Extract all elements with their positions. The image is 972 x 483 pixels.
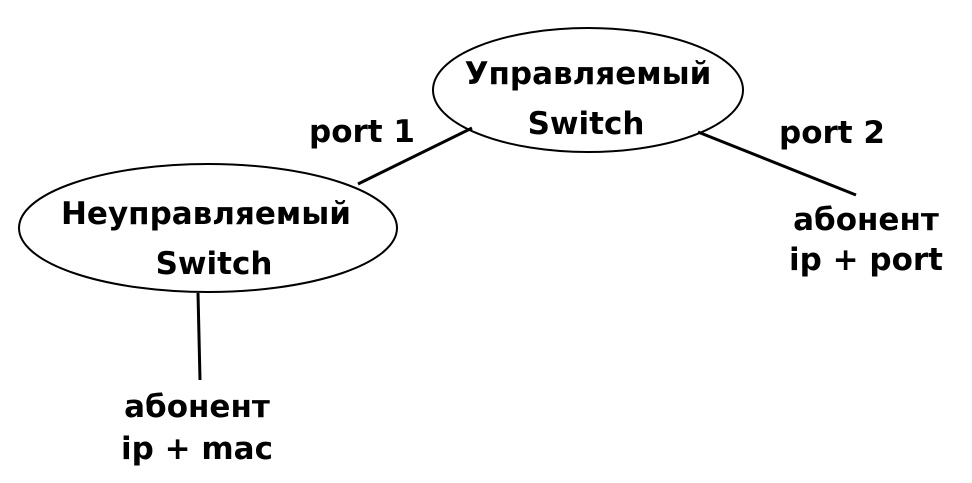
subscriber-port-label-line1: абонент xyxy=(793,202,939,238)
managed-switch-label-line2: Switch xyxy=(528,106,645,142)
port2-connector-line xyxy=(697,130,857,197)
port2-label: port 2 xyxy=(779,115,885,151)
subscriber-mac-node: абонент ip + mac xyxy=(121,389,273,467)
unmanaged-switch-node: Неуправляемый Switch xyxy=(18,163,398,293)
managed-switch-ellipse xyxy=(432,27,744,153)
port1-connector-line xyxy=(357,126,473,186)
subscriber-mac-label-line1: абонент xyxy=(124,389,270,425)
mac-connector-line xyxy=(196,292,202,381)
port1-label: port 1 xyxy=(309,114,415,150)
unmanaged-switch-ellipse xyxy=(18,163,398,293)
managed-switch-label-line1: Управляемый xyxy=(465,56,712,92)
subscriber-port-node: абонент ip + port xyxy=(789,202,943,278)
managed-switch-node: Управляемый Switch xyxy=(432,27,744,153)
unmanaged-switch-label-line2: Switch xyxy=(156,246,273,282)
subscriber-mac-label-line2: ip + mac xyxy=(121,431,273,467)
unmanaged-switch-label-line1: Неуправляемый xyxy=(61,196,351,232)
subscriber-port-label-line2: ip + port xyxy=(789,242,943,278)
